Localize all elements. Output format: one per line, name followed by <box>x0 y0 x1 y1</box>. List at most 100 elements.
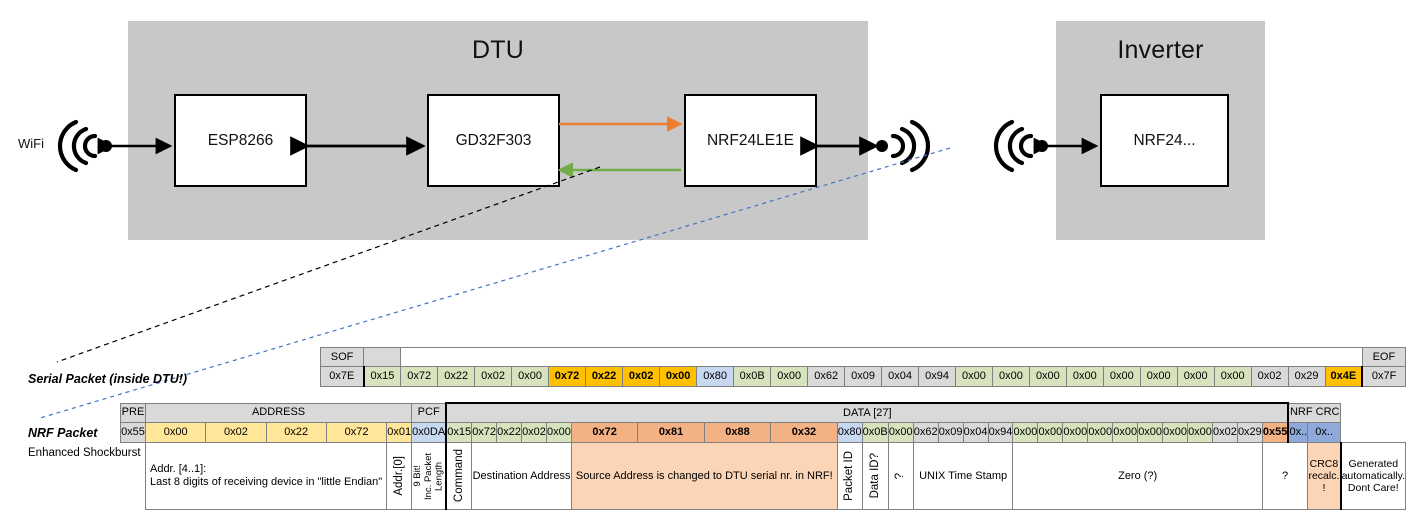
chip-nrf24-label: NRF24... <box>1133 131 1196 149</box>
nrf-pcf-header: PCF <box>411 402 447 423</box>
serial-byte-22: 0x00 <box>1176 366 1215 387</box>
nrf-data-header: DATA [27] <box>445 402 1289 423</box>
serial-byte-1: 0x72 <box>400 366 439 387</box>
nrf-note-pre <box>121 443 146 510</box>
inverter-title: Inverter <box>1117 36 1204 64</box>
nrf-pre-value: 0x55 <box>120 422 146 443</box>
nrf-pre-header: PRE <box>120 402 146 423</box>
serial-byte-16: 0x00 <box>954 366 993 387</box>
wifi-label: WiFi <box>18 136 44 151</box>
nrf-data-byte-19: 0x00 <box>1087 422 1114 443</box>
block-diagram: DTU Inverter ESP8266 GD32F303 NRF24LE1E … <box>18 21 1265 240</box>
nrf-data-byte-17: 0x00 <box>1037 422 1064 443</box>
serial-eof-header: EOF <box>1361 347 1406 367</box>
nrf-data-byte-7: 0x88 <box>703 422 772 443</box>
serial-byte-13: 0x09 <box>844 366 883 387</box>
nrf-data-byte-0: 0x15 <box>445 422 473 443</box>
nrf-antenna-inverter-dot <box>1036 140 1048 152</box>
nrf-data-byte-24: 0x02 <box>1211 422 1238 443</box>
question-1-vertical-label: ? <box>894 472 907 480</box>
nrf-data-byte-12: 0x62 <box>912 422 939 443</box>
serial-byte-21: 0x00 <box>1139 366 1178 387</box>
nrf-address-byte-0: 0x00 <box>144 422 207 443</box>
serial-byte-10: 0x0B <box>733 366 772 387</box>
serial-byte-8: 0x00 <box>659 366 698 387</box>
nrf-data-byte-14: 0x04 <box>962 422 989 443</box>
serial-byte-15: 0x94 <box>918 366 956 387</box>
nrf-note-addr0: Addr.[0] <box>386 442 413 510</box>
serial-byte-11: 0x00 <box>770 366 809 387</box>
serial-header-gap <box>400 347 1363 367</box>
nrf-data-byte-25: 0x29 <box>1236 422 1263 443</box>
nrf-address-byte-1: 0x02 <box>205 422 267 443</box>
nrf-packet-label: NRF Packet <box>28 426 98 440</box>
nrf-header-row: PRE ADDRESS PCF DATA [27] NRF CRC <box>120 402 1406 423</box>
serial-byte-9: 0x80 <box>696 366 735 387</box>
data-id-vertical-label: Data ID? <box>868 453 881 499</box>
nrf-address-header: ADDRESS <box>144 402 413 423</box>
nrf-note-question-1: ? <box>887 442 914 510</box>
serial-byte-23: 0x00 <box>1213 366 1252 387</box>
chip-nrf24: NRF24... <box>1100 94 1229 187</box>
nrf-antenna-inverter-icon <box>993 119 1034 173</box>
serial-sof-value: 0x7E <box>319 366 365 387</box>
serial-byte-5: 0x72 <box>548 366 587 387</box>
serial-header-row: SOF EOF <box>319 347 1406 367</box>
nrf-note-question-2: ? <box>1261 442 1309 510</box>
command-vertical-label: Command <box>452 449 465 503</box>
nrf-antenna-dtu-icon <box>890 119 931 173</box>
nrf-data-byte-20: 0x00 <box>1112 422 1139 443</box>
serial-byte-17: 0x00 <box>991 366 1030 387</box>
serial-byte-7: 0x02 <box>622 366 661 387</box>
nrf-address-byte-3: 0x72 <box>325 422 388 443</box>
nrf-address-byte-2: 0x22 <box>265 422 327 443</box>
dtu-title: DTU <box>472 36 524 64</box>
nrf-data-byte-18: 0x00 <box>1062 422 1089 443</box>
nrf-data-byte-15: 0x94 <box>987 422 1014 443</box>
serial-byte-12: 0x62 <box>807 366 846 387</box>
nrf-data-byte-1: 0x72 <box>471 422 498 443</box>
serial-byte-2: 0x22 <box>437 366 476 387</box>
serial-byte-24: 0x02 <box>1250 366 1289 387</box>
nrf-note-address: Addr. [4..1]:Last 8 digits of receiving … <box>144 442 388 510</box>
wifi-antenna-icon <box>57 119 98 173</box>
serial-packet-label: Serial Packet (inside DTU!) <box>28 372 188 386</box>
serial-byte-14: 0x04 <box>881 366 920 387</box>
nrf-note-command: Command <box>445 442 473 510</box>
diagram-vector-layer <box>57 116 1099 178</box>
chip-nrf24le1e-label: NRF24LE1E <box>706 131 794 149</box>
serial-header-spacer <box>363 347 402 367</box>
serial-byte-20: 0x00 <box>1102 366 1141 387</box>
nrf-data-byte-5: 0x72 <box>570 422 639 443</box>
serial-byte-6: 0x22 <box>585 366 624 387</box>
nrf-note-destination-address: Destination Address <box>471 442 572 510</box>
nrf-data-byte-26: 0x55 <box>1261 422 1290 443</box>
serial-byte-0: 0x15 <box>362 366 402 387</box>
wifi-antenna-dot <box>100 140 112 152</box>
nrf-data-byte-6: 0x81 <box>637 422 705 443</box>
chip-esp8266-label: ESP8266 <box>207 131 274 149</box>
nrf-address-byte-4: 0x01 <box>386 422 413 443</box>
nrf-data-byte-4: 0x00 <box>545 422 572 443</box>
nrf-note-unix-time-stamp: UNIX Time Stamp <box>912 442 1014 510</box>
nrf-crc-header: NRF CRC <box>1287 402 1342 423</box>
chip-gd32f303-label: GD32F303 <box>455 131 532 149</box>
nrf-data-byte-2: 0x22 <box>496 422 523 443</box>
packet-id-vertical-label: Packet ID <box>843 451 856 501</box>
nrf-data-byte-13: 0x09 <box>937 422 964 443</box>
nrf-crc-byte-1: 0x.. <box>1307 422 1342 443</box>
nrf-pcf-value: 0x0DA <box>411 422 447 443</box>
nrf-data-byte-21: 0x00 <box>1137 422 1164 443</box>
packet-tables: Serial Packet (inside DTU!) NRF Packet E… <box>0 330 1406 523</box>
nrf-note-data-id: Data ID? <box>861 442 889 510</box>
nrf-data-byte-11: 0x00 <box>887 422 914 443</box>
nrf-crc-byte-0: 0x.. <box>1287 422 1309 443</box>
nrf-data-byte-22: 0x00 <box>1162 422 1189 443</box>
nrf-data-byte-10: 0x0B <box>861 422 889 443</box>
serial-byte-4: 0x00 <box>511 366 550 387</box>
nrf-annotation-row: Addr. [4..1]:Last 8 digits of receiving … <box>121 442 1406 510</box>
